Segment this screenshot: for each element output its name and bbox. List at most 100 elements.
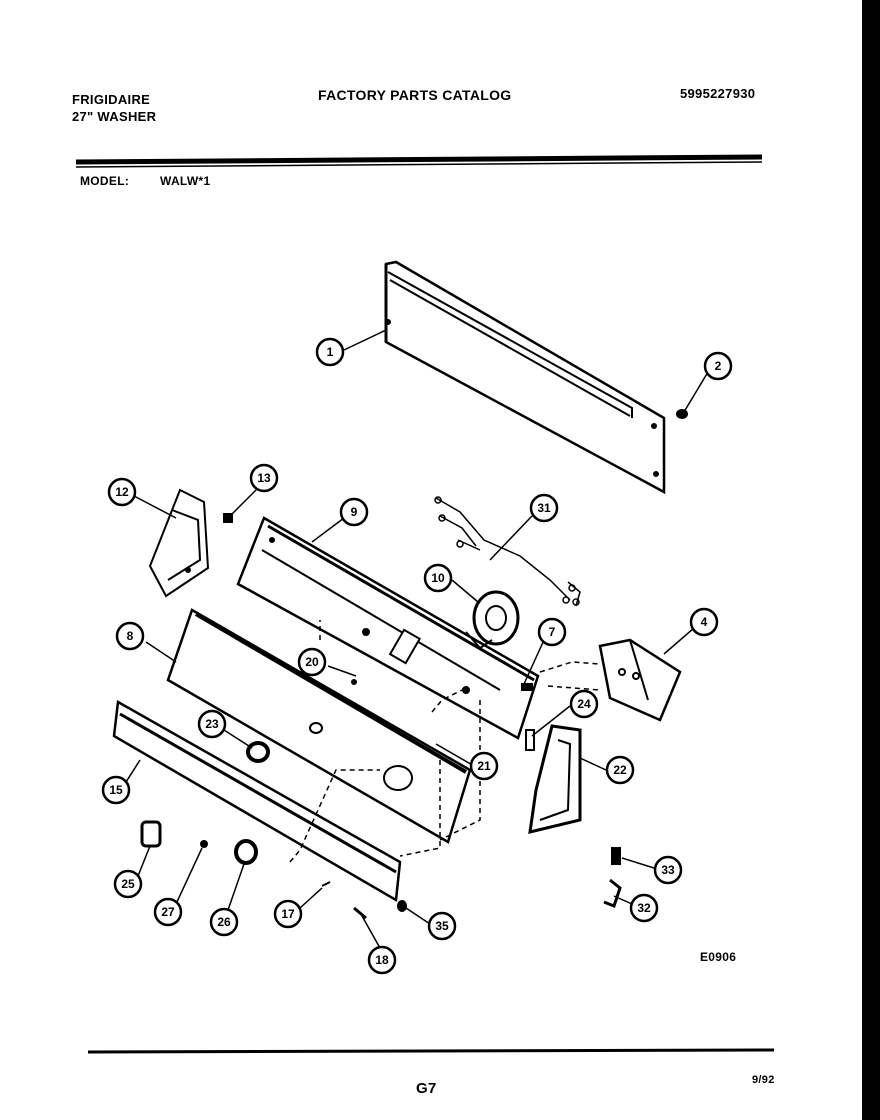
callout-label: 20 xyxy=(305,655,319,669)
callout-label: 27 xyxy=(161,905,175,919)
callout-circle xyxy=(115,621,145,651)
callout-circle xyxy=(315,337,345,367)
callout-31: 31 xyxy=(529,493,559,523)
callout-circle xyxy=(367,945,397,975)
part-35-clip xyxy=(397,900,407,912)
callout-13: 13 xyxy=(249,463,279,493)
catalog-number: 5995227930 xyxy=(680,86,756,101)
callout-label: 7 xyxy=(549,625,556,639)
part-7-clip xyxy=(521,683,533,691)
part-26-dial xyxy=(234,839,258,865)
part-10-timer xyxy=(465,590,520,650)
callout-circle xyxy=(537,617,567,647)
callout-circle xyxy=(653,855,683,885)
callout-circle xyxy=(197,709,227,739)
callout-label: 10 xyxy=(431,571,445,585)
callout-label: 22 xyxy=(613,763,627,777)
callout-label: 24 xyxy=(577,697,591,711)
part-22-bracket xyxy=(528,724,582,834)
catalog-title: FACTORY PARTS CATALOG xyxy=(318,87,512,103)
page-number: G7 xyxy=(416,1080,437,1097)
part-27-button xyxy=(200,840,208,848)
dashed-leaders xyxy=(289,620,601,863)
product-name: 27" WASHER xyxy=(72,109,157,124)
callout-label: 1 xyxy=(327,345,334,359)
callout-label: 18 xyxy=(375,953,389,967)
brand-name: FRIGIDAIRE xyxy=(72,92,151,107)
callout-label: 32 xyxy=(637,901,651,915)
top-margin xyxy=(0,0,880,34)
callout-label: 8 xyxy=(127,629,134,643)
callout-27: 27 xyxy=(153,897,183,927)
callout-label: 35 xyxy=(435,919,449,933)
callout-circle xyxy=(427,911,457,941)
callout-circle xyxy=(113,869,143,899)
callout-circle xyxy=(689,607,719,637)
callout-21: 21 xyxy=(469,751,499,781)
callout-10: 10 xyxy=(423,563,453,593)
part-9-control-panel xyxy=(236,516,540,740)
callout-24: 24 xyxy=(569,689,599,719)
part-15-trim-strip xyxy=(112,699,402,903)
callout-1: 1 xyxy=(315,337,345,367)
part-33-screw xyxy=(611,847,621,865)
revision-date: 9/92 xyxy=(752,1074,775,1086)
callout-label: 33 xyxy=(661,863,675,877)
callout-8: 8 xyxy=(115,621,145,651)
callout-label: 23 xyxy=(205,717,219,731)
callout-label: 13 xyxy=(257,471,271,485)
callout-circle xyxy=(209,907,239,937)
callout-label: 4 xyxy=(701,615,708,629)
callout-label: 25 xyxy=(121,877,135,891)
exploded-parts-diagram: 1212139311087420242321221533252726173532… xyxy=(75,154,775,1054)
callout-label: 2 xyxy=(715,359,722,373)
callout-26: 26 xyxy=(209,907,239,937)
part-18-screw xyxy=(353,906,367,920)
part-17-pin xyxy=(321,881,331,887)
callout-circle xyxy=(469,751,499,781)
callout-circle xyxy=(249,463,279,493)
scan-edge xyxy=(862,0,880,1120)
callout-circle xyxy=(107,477,137,507)
callout-22: 22 xyxy=(605,755,635,785)
part-24-spacer xyxy=(525,729,535,751)
part-12-bracket xyxy=(148,488,210,598)
callout-2: 2 xyxy=(703,351,733,381)
callout-23: 23 xyxy=(197,709,227,739)
callout-label: 31 xyxy=(537,501,551,515)
part-4-switch xyxy=(598,638,682,722)
part-25-knob xyxy=(140,820,162,848)
callout-circle xyxy=(569,689,599,719)
callout-circle xyxy=(101,775,131,805)
model-value: WALW*1 xyxy=(160,174,211,188)
callout-33: 33 xyxy=(653,855,683,885)
callout-label: 21 xyxy=(477,759,491,773)
callout-circle xyxy=(273,899,303,929)
part-31-wiring-harness xyxy=(434,496,581,607)
callout-7: 7 xyxy=(537,617,567,647)
diagram-code: E0906 xyxy=(700,950,737,964)
callout-label: 12 xyxy=(115,485,129,499)
callout-25: 25 xyxy=(113,869,143,899)
callout-circle xyxy=(703,351,733,381)
part-32-clamp xyxy=(603,878,622,908)
callout-circle xyxy=(629,893,659,923)
callout-leaders xyxy=(125,329,709,949)
footer-rule xyxy=(87,1048,775,1054)
callout-circle xyxy=(605,755,635,785)
callout-label: 26 xyxy=(217,915,231,929)
callout-circle xyxy=(297,647,327,677)
callout-label: 15 xyxy=(109,783,123,797)
callout-9: 9 xyxy=(339,497,369,527)
callout-17: 17 xyxy=(273,899,303,929)
callout-4: 4 xyxy=(689,607,719,637)
part-2-screw xyxy=(676,409,688,419)
callout-circle xyxy=(153,897,183,927)
callout-18: 18 xyxy=(367,945,397,975)
callout-circle xyxy=(529,493,559,523)
callout-35: 35 xyxy=(427,911,457,941)
part-23-knob xyxy=(246,741,270,763)
header-rule xyxy=(75,154,763,168)
part-8-front-panel xyxy=(166,608,472,844)
